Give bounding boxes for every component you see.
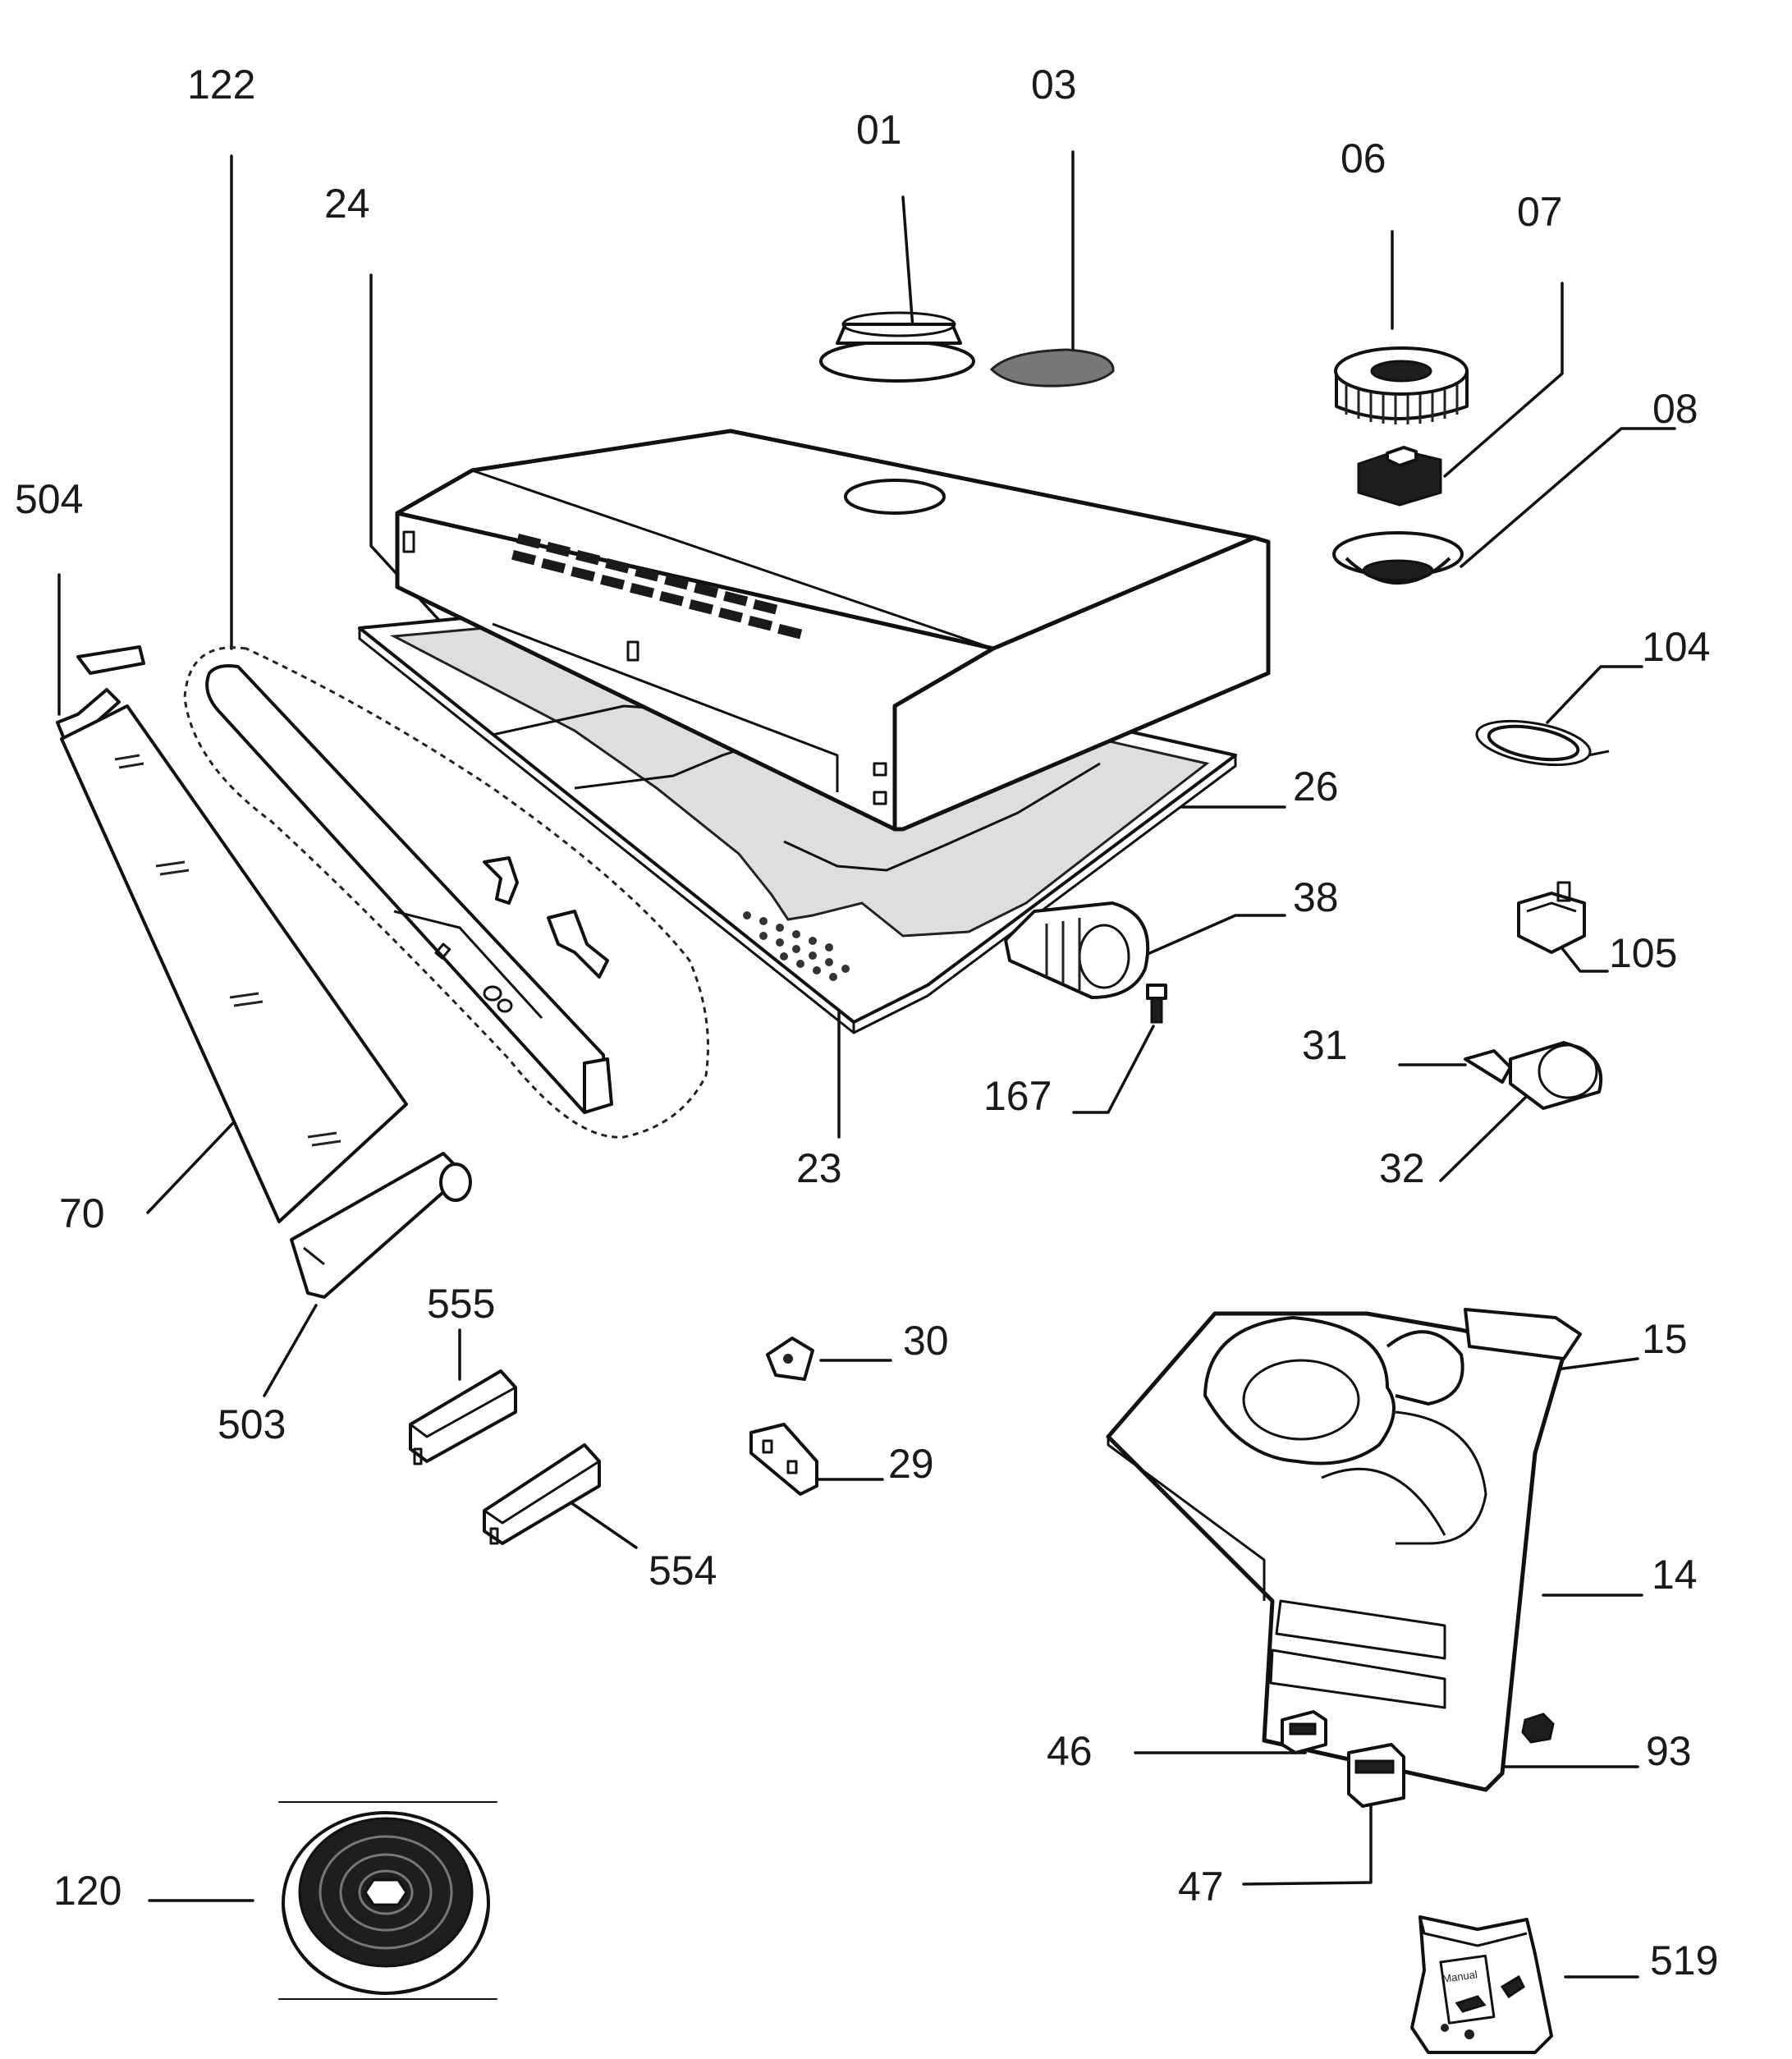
tray-vent-holes	[743, 911, 850, 981]
hood-vent-slots	[511, 534, 803, 640]
outlet-collar-01	[819, 311, 975, 383]
label-07: 07	[1517, 189, 1563, 235]
label-93: 93	[1646, 1728, 1692, 1774]
hood-outlet-hole	[844, 479, 946, 515]
label-01: 01	[856, 107, 902, 153]
label-29: 29	[888, 1441, 934, 1487]
label-554: 554	[649, 1548, 717, 1594]
label-46: 46	[1047, 1728, 1093, 1774]
connector-554	[483, 1443, 601, 1545]
clip-93	[1521, 1713, 1555, 1744]
leader-104	[1546, 665, 1643, 724]
label-03: 03	[1031, 62, 1077, 108]
control-panel-122	[183, 646, 709, 1139]
label-167: 167	[983, 1073, 1052, 1119]
clip-30	[766, 1337, 814, 1381]
accessory-bag-519: Manual	[1410, 1915, 1553, 2054]
bag-label-manual: Manual	[1441, 1968, 1478, 1985]
label-519: 519	[1650, 1937, 1718, 1983]
motor-support-08	[1332, 531, 1464, 585]
hood-body	[395, 429, 1271, 832]
carbon-filter-120	[278, 1801, 497, 2000]
label-504: 504	[15, 476, 83, 522]
label-15: 15	[1642, 1316, 1688, 1362]
label-30: 30	[903, 1318, 949, 1364]
label-23: 23	[796, 1145, 842, 1191]
label-14: 14	[1652, 1552, 1698, 1598]
label-32: 32	[1379, 1145, 1425, 1191]
label-105: 105	[1609, 930, 1677, 976]
fan-wheel-06	[1334, 346, 1469, 424]
label-38: 38	[1293, 874, 1339, 920]
glass-visor-70	[60, 704, 408, 1223]
label-70: 70	[59, 1190, 105, 1236]
switch-buttons	[483, 856, 609, 979]
lamp-lens-38	[1004, 901, 1150, 999]
visor-clip-503	[290, 1152, 472, 1299]
screw-167	[1146, 984, 1167, 1024]
label-31: 31	[1302, 1022, 1348, 1068]
leader-08	[1460, 427, 1676, 568]
part-labels: 122 01 03 06 07 24 08 504 104 26 38 105 …	[15, 62, 1718, 1983]
leader-554	[569, 1501, 638, 1549]
switch-46	[1281, 1710, 1327, 1754]
leader-503	[263, 1304, 318, 1397]
leader-47	[1242, 1778, 1373, 1886]
bracket-29	[749, 1423, 818, 1496]
lamp-cover-104	[1475, 719, 1610, 767]
backflow-flap-03	[989, 348, 1115, 387]
lamp-holder-105	[1517, 881, 1586, 954]
leader-167	[1072, 1025, 1155, 1114]
label-120: 120	[53, 1868, 121, 1914]
label-24: 24	[324, 181, 370, 227]
leader-32	[1439, 1094, 1528, 1182]
leader-105	[1554, 938, 1609, 973]
motor-07	[1357, 446, 1442, 507]
label-47: 47	[1178, 1864, 1224, 1910]
connector-555	[409, 1369, 517, 1465]
label-104: 104	[1642, 624, 1710, 670]
label-26: 26	[1293, 764, 1339, 809]
leader-01	[901, 195, 914, 330]
leader-38	[1131, 914, 1286, 962]
bulb-31-32	[1464, 1041, 1603, 1110]
label-503: 503	[218, 1401, 286, 1447]
switch-47	[1347, 1743, 1405, 1808]
label-08: 08	[1652, 386, 1698, 432]
leader-07	[1443, 282, 1564, 478]
label-555: 555	[427, 1281, 495, 1327]
label-122: 122	[187, 62, 255, 108]
label-06: 06	[1341, 135, 1386, 181]
fan-housing-14	[1106, 1308, 1582, 1792]
